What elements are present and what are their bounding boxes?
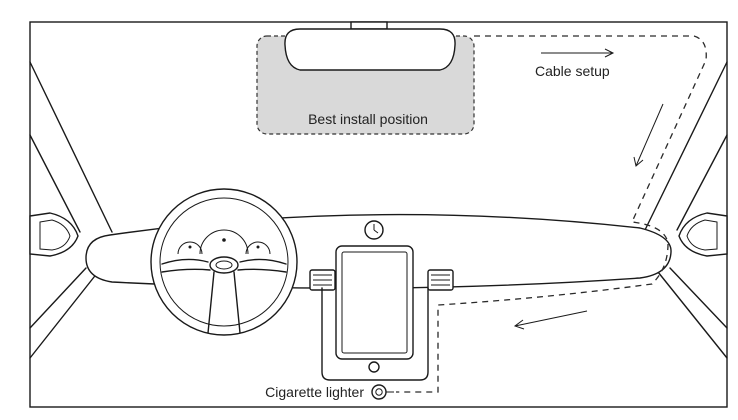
windshield-pillar-left [29,61,113,359]
side-mirror-right-icon [678,212,728,257]
direction-arrow-icon [541,48,615,58]
steering-wheel-icon [150,188,298,336]
air-vent-right [427,269,454,291]
cable-setup-label: Cable setup [535,63,610,79]
direction-arrow-icon [513,310,588,330]
cigarette-lighter-socket-icon [371,384,394,400]
clock-icon [364,220,384,240]
windshield-pillar-right [644,61,728,359]
side-mirror-left-icon [29,212,79,257]
center-console [321,287,429,381]
best-install-position-label: Best install position [308,111,428,127]
cigarette-lighter-label: Cigarette lighter [265,384,364,400]
tablet-icon [335,245,414,373]
direction-arrow-icon [633,103,664,167]
cable-route [396,35,707,393]
rear-view-mirror-icon [284,21,456,71]
air-vent-left [309,269,336,291]
